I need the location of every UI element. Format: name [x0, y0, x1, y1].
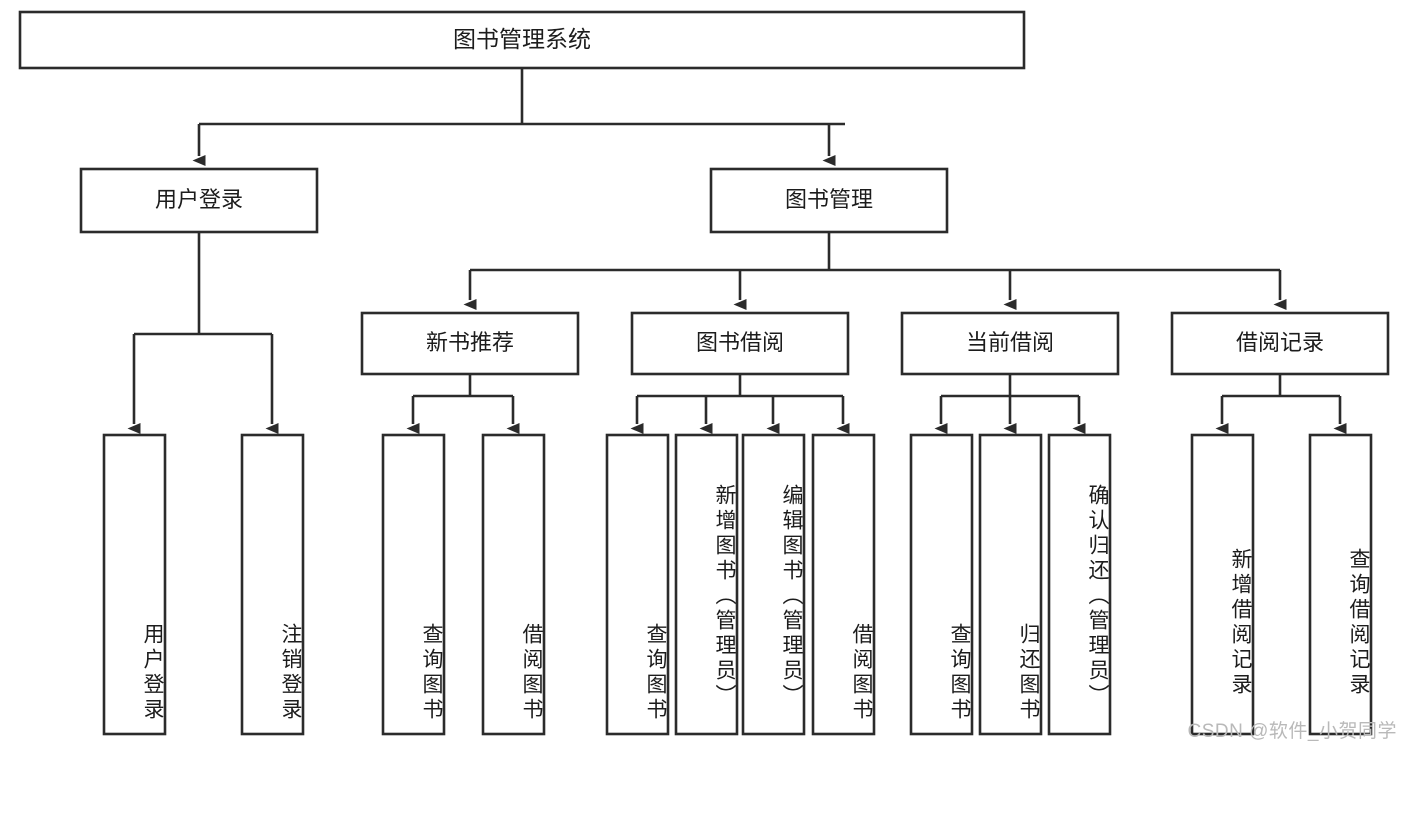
- node-user-login-label: 用户登录: [155, 187, 243, 212]
- node-user-login[interactable]: 用户登录: [79, 167, 319, 234]
- leaf-boxes-current-borrow: [909, 433, 1112, 736]
- diagram-canvas: 图书管理系统 用户登录 图书管理 新书推荐 图书借阅 当前借阅 借阅记录: [18, 10, 1397, 742]
- leaf-box-add-record[interactable]: [1190, 433, 1255, 736]
- node-book-manage[interactable]: 图书管理: [709, 167, 949, 234]
- leaf-box-confirm-return[interactable]: [1047, 433, 1112, 736]
- leaf-box-edit-book[interactable]: [741, 433, 806, 736]
- node-new-book-recommend-label: 新书推荐: [426, 330, 514, 355]
- node-borrow-record[interactable]: 借阅记录: [1170, 311, 1390, 376]
- csdn-watermark: CSDN @软件_小贺同学: [1187, 721, 1397, 742]
- leaf-box-borrow-book-2[interactable]: [811, 433, 876, 736]
- node-new-book-recommend[interactable]: 新书推荐: [360, 311, 580, 376]
- leaf-boxes-new-book-recommend: [381, 433, 546, 736]
- leaf-box-query-book-1[interactable]: [381, 433, 446, 736]
- connector-bookborrow-to-leaves: [630, 374, 850, 434]
- leaf-box-user-logout[interactable]: [240, 433, 305, 736]
- node-root[interactable]: 图书管理系统: [18, 10, 1026, 70]
- leaf-box-query-record[interactable]: [1308, 433, 1373, 736]
- leaf-box-borrow-book-1[interactable]: [481, 433, 546, 736]
- connector-root-to-level2: [192, 68, 845, 166]
- node-book-borrow[interactable]: 图书借阅: [630, 311, 850, 376]
- node-current-borrow-label: 当前借阅: [966, 330, 1054, 355]
- leaf-boxes-borrow-record: [1190, 433, 1373, 736]
- connector-newbook-to-leaves: [406, 374, 520, 434]
- leaf-boxes-book-borrow: [605, 433, 876, 736]
- connector-userlogin-to-leaves: [127, 232, 279, 434]
- leaf-box-query-book-2[interactable]: [605, 433, 670, 736]
- node-book-borrow-label: 图书借阅: [696, 330, 784, 355]
- leaf-box-add-book[interactable]: [674, 433, 739, 736]
- node-current-borrow[interactable]: 当前借阅: [900, 311, 1120, 376]
- node-borrow-record-label: 借阅记录: [1236, 330, 1324, 355]
- node-book-manage-label: 图书管理: [785, 187, 873, 212]
- leaf-box-user-login[interactable]: [102, 433, 167, 736]
- leaf-boxes-user-login: [102, 433, 305, 736]
- leaf-box-return-book[interactable]: [978, 433, 1043, 736]
- flowchart-svg: 图书管理系统 用户登录 图书管理 新书推荐 图书借阅 当前借阅 借阅记录: [18, 10, 1390, 736]
- connector-currentborrow-to-leaves: [934, 374, 1086, 434]
- node-root-label: 图书管理系统: [453, 26, 591, 52]
- connector-bookmanage-to-level3: [463, 232, 1287, 310]
- connector-borrowrecord-to-leaves: [1215, 374, 1347, 434]
- leaf-box-query-book-3[interactable]: [909, 433, 974, 736]
